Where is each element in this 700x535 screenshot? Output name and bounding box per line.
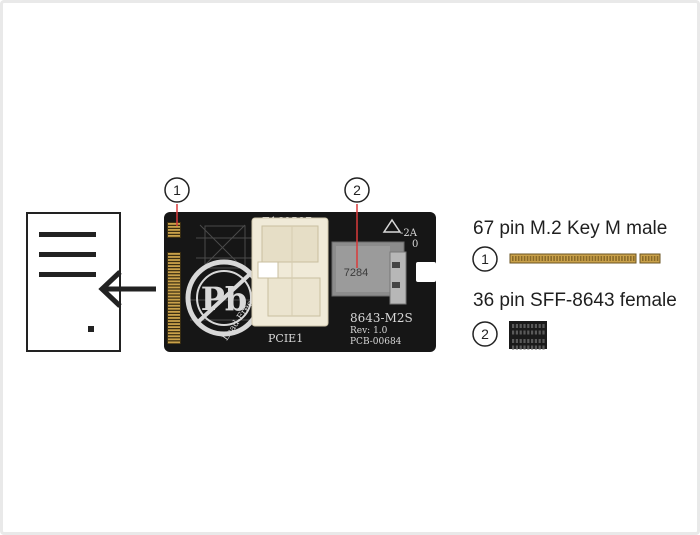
silk-slot: PCIE1	[268, 332, 303, 345]
callout-2-number: 2	[353, 182, 361, 198]
legend: 67 pin M.2 Key M male 1 36 pin SFF-8643 …	[472, 218, 677, 350]
callout-2: 2	[344, 177, 370, 268]
metal-port-shell: 7284	[331, 241, 407, 305]
silk-model: 8643-M2S	[350, 311, 413, 325]
m2-edge-connector	[167, 222, 181, 344]
badge-main-text: Pb	[201, 280, 247, 318]
callout-1: 1	[164, 177, 190, 226]
legend-item-1-label: 67 pin M.2 Key M male	[473, 218, 667, 239]
legend-item-2-label: 36 pin SFF-8643 female	[473, 290, 677, 311]
m2-adapter-board: Pb Lead-Free E169587 -2A 0	[164, 212, 436, 352]
sff8643-connector	[251, 217, 329, 327]
insert-arrow-icon	[98, 270, 156, 308]
power-sub: 0	[412, 239, 418, 250]
m2-connector-thumbnail	[509, 253, 661, 264]
legend-item-1-number: 1	[481, 251, 489, 267]
host-device-icon	[26, 212, 121, 352]
power-mark: -2A	[400, 228, 418, 239]
callout-1-number: 1	[173, 182, 181, 198]
legend-item-2-number: 2	[481, 326, 489, 342]
chip-code: 7284	[344, 267, 368, 279]
sff8643-connector-thumbnail	[509, 321, 547, 350]
silk-pcb: PCB-00684	[350, 337, 402, 347]
silk-rev: Rev: 1.0	[350, 326, 388, 336]
